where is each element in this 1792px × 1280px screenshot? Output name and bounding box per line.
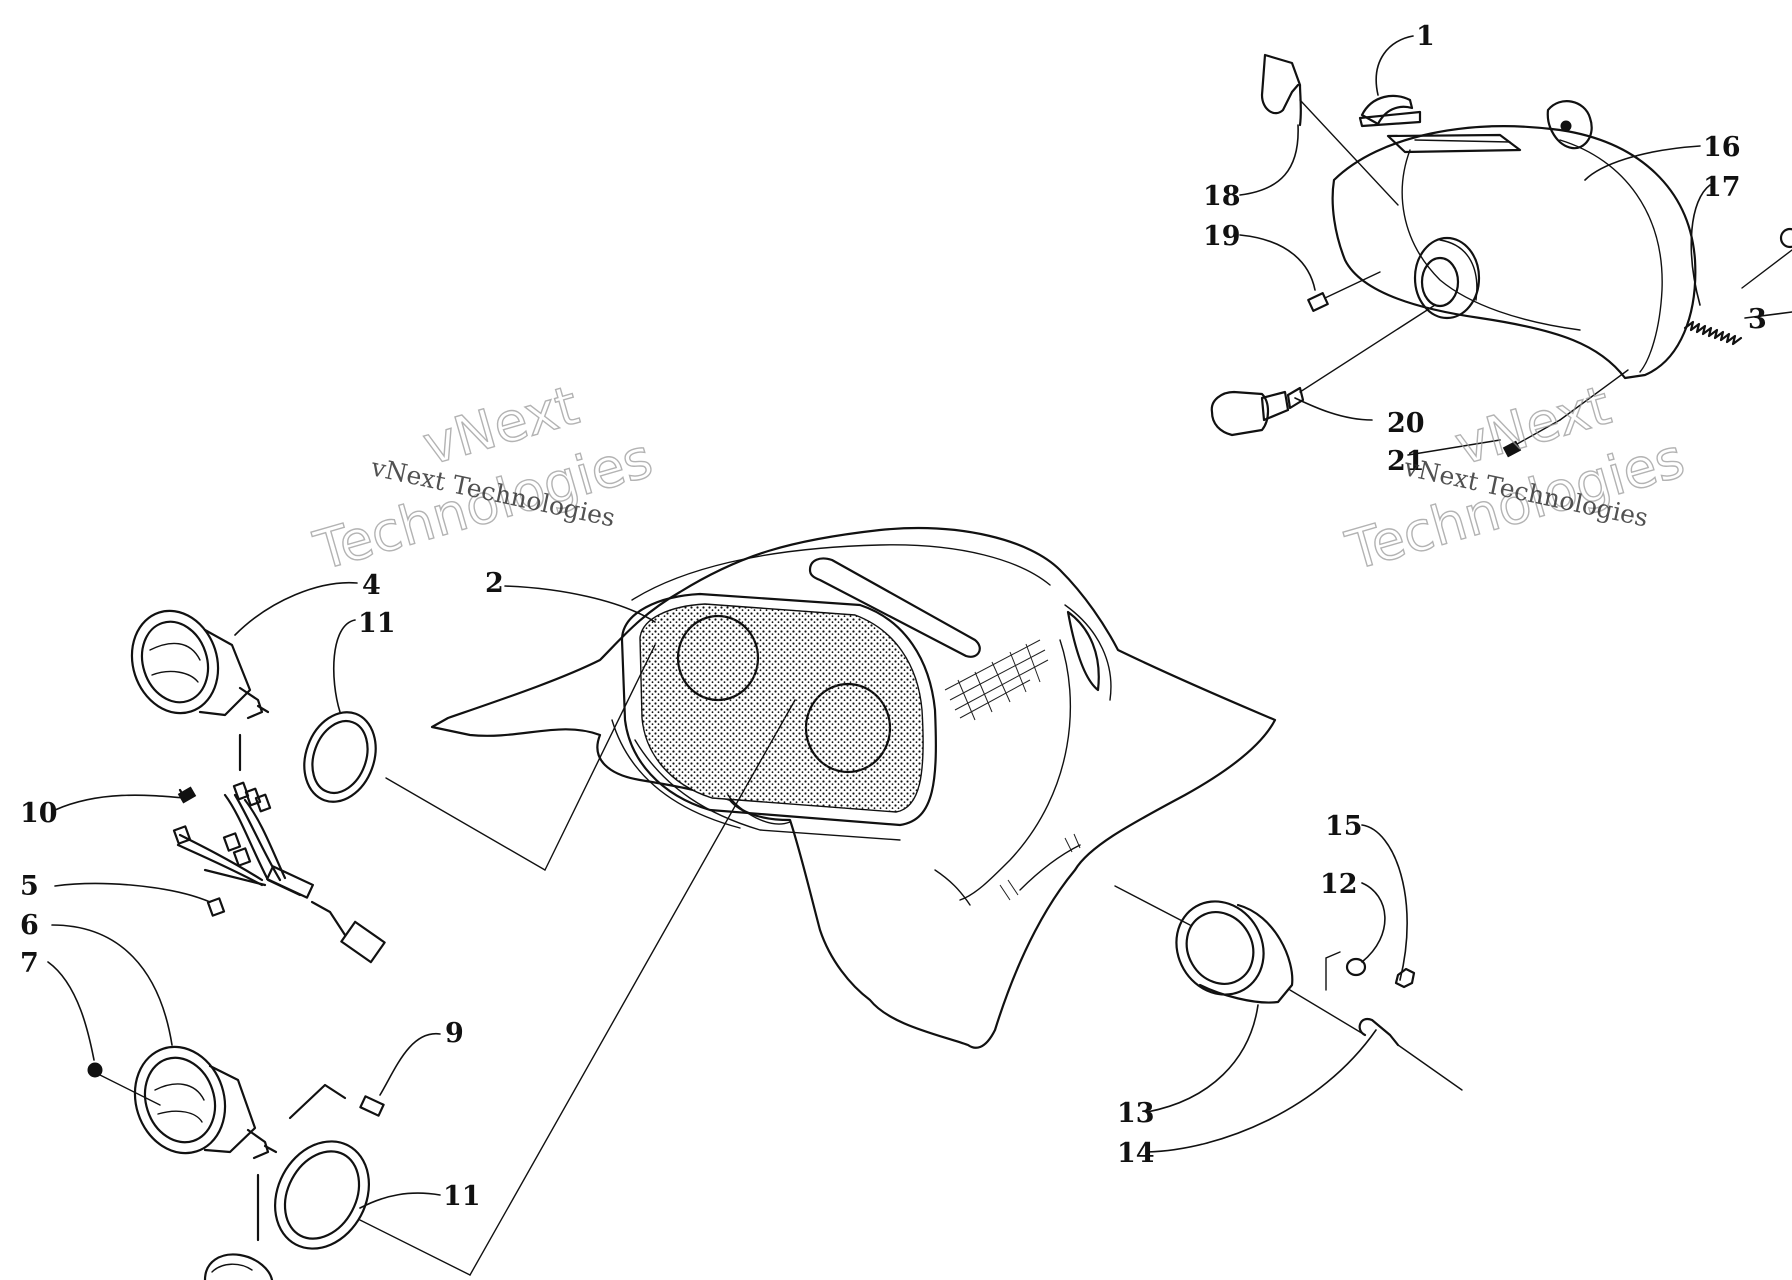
gauge-lower [133,1045,278,1242]
bezel-ring-upper [303,711,377,803]
spring-clip [1260,53,1302,127]
bulb-socket [1413,236,1481,320]
callout-21: 21 [1387,446,1425,477]
assembly-line-lower [359,1219,471,1276]
callout-17: 17 [1703,172,1741,203]
adjusting-screw [1307,271,1381,312]
callout-20: 20 [1387,408,1425,439]
assembly-line-upper [385,777,546,871]
gauge-hole-right [804,682,892,774]
callouts: 1 16 17 18 19 3 20 21 2 4 11 10 5 6 7 9 … [20,21,1767,1212]
side-pod [1114,885,1463,1091]
callout-14: 14 [1117,1138,1155,1169]
adjuster-spring [1683,227,1792,346]
callout-4: 4 [362,570,381,601]
gauge-bulb [288,1083,385,1120]
mount-bracket [1360,94,1414,126]
leader-lines [47,35,1792,1209]
gauge-screw [87,1062,161,1106]
callout-11-lower: 11 [443,1181,481,1212]
gauge-window [620,592,937,827]
wire-harness [172,733,386,964]
console-hood [430,527,1277,1049]
callout-2: 2 [485,568,504,599]
callout-16: 16 [1703,132,1741,163]
partial-part [203,1253,274,1280]
gauge-window-recess [639,603,924,813]
watermark-left: vNext Technologies vNext Technologies [307,373,660,584]
headlight-bulb [1210,304,1436,437]
callout-11-upper: 11 [358,608,396,639]
callout-12: 12 [1320,869,1358,900]
callout-15: 15 [1325,811,1363,842]
watermark-right: vNext Technologies vNext Technologies [1339,373,1692,584]
callout-1: 1 [1416,21,1435,52]
callout-10: 10 [20,798,58,829]
callout-18: 18 [1203,181,1241,212]
callout-13: 13 [1117,1098,1155,1129]
headlight-housing [1331,125,1697,380]
callout-6: 6 [20,910,39,941]
adjuster-screw [1502,369,1629,458]
gauge-hole-left [676,614,760,702]
bezel-ring-lower [273,1140,371,1250]
headlight-assembly [1210,53,1792,458]
callout-7: 7 [20,948,39,979]
callout-3: 3 [1748,304,1767,335]
callout-9: 9 [445,1018,464,1049]
gauge-upper [130,609,270,720]
callout-5: 5 [20,871,39,902]
top-vent [808,557,981,658]
callout-19: 19 [1203,221,1241,252]
grille-hatch [944,639,1049,721]
